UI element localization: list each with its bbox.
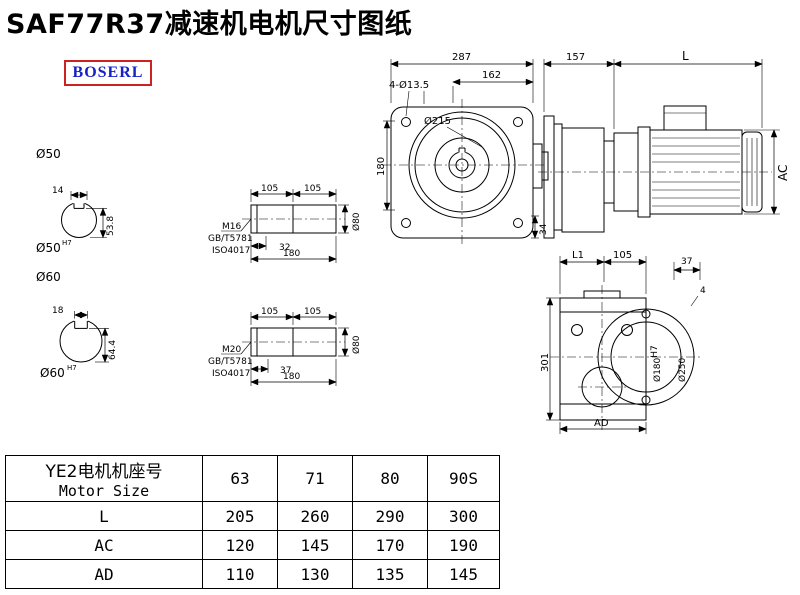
label-d60: Ø60 [36, 270, 61, 284]
dim-ov-4: 4 [700, 286, 706, 296]
dim-s1-total: 180 [283, 249, 300, 259]
output-housing [559, 297, 647, 421]
cell-L-80: 290 [352, 501, 428, 531]
label-s1-bolt: M16 [222, 222, 241, 232]
table-header-row: YE2电机机座号 Motor Size 63 71 80 90S [5, 455, 500, 502]
table-corner-cn: YE2电机机座号 [45, 462, 163, 482]
dim-sv-157: 157 [566, 52, 585, 63]
label-s2-std1: GB/T5781 [208, 357, 253, 367]
mounting-hole [401, 218, 411, 228]
label-s1-std2: ISO4017 [212, 246, 250, 256]
col-header-80: 80 [352, 455, 428, 502]
table-row-L: L 205 260 290 300 [5, 501, 500, 531]
front-view: 287 162 4-Ø13.5 Ø215 180 34 [376, 52, 549, 247]
row-label-AD: AD [5, 559, 203, 589]
row-label-L: L [5, 501, 203, 531]
mounting-hole [401, 117, 411, 127]
dim-s1-dia: Ø80 [351, 212, 362, 231]
dim-ov-301: 301 [540, 353, 551, 372]
dim-ov-37: 37 [681, 257, 692, 267]
label-d60-tolerance: H7 [67, 364, 77, 372]
mounting-hole [513, 218, 523, 228]
technical-drawing: Ø50 14 53.8 Ø50 H7 Ø60 18 64.4 Ø60 H7 [36, 49, 790, 434]
side-view: 157 L AC [538, 49, 790, 239]
page-title: SAF77R37减速机电机尺寸图纸 [6, 9, 413, 40]
dim-sv-AC: AC [776, 165, 790, 181]
label-d50-fit: Ø50 [36, 241, 61, 255]
label-s1-std1: GB/T5781 [208, 234, 253, 244]
dim-s1-105a: 105 [261, 184, 278, 194]
dim-s2-dia: Ø80 [351, 335, 362, 354]
dim-ov-L1: L1 [572, 250, 584, 261]
cell-AC-63: 120 [202, 530, 278, 560]
dim-s2-105a: 105 [261, 307, 278, 317]
dim-s1-105b: 105 [304, 184, 321, 194]
cell-AD-90S: 145 [427, 559, 500, 589]
label-d50-tolerance: H7 [62, 239, 72, 247]
dim-ov-AD: AD [594, 418, 609, 429]
shaft-drawing-m16: 105 105 32 180 Ø80 M16 GB/T5781 ISO4017 [208, 184, 362, 263]
motor-size-table: YE2电机机座号 Motor Size 63 71 80 90S L 205 2… [5, 455, 500, 589]
label-s2-std2: ISO4017 [212, 369, 250, 379]
mounting-hole [513, 117, 523, 127]
dim-d60-height: 64.4 [108, 340, 118, 360]
dim-fv-180: 180 [376, 157, 387, 176]
col-header-71: 71 [277, 455, 353, 502]
col-header-90S: 90S [427, 455, 500, 502]
dim-d50-height: 53.8 [106, 216, 116, 236]
dim-s2-105b: 105 [304, 307, 321, 317]
dim-d60-keyway: 18 [52, 306, 64, 316]
shaft-section-d50: Ø50 14 53.8 Ø50 H7 [36, 147, 116, 255]
flange-circle-outer [408, 111, 516, 219]
terminal-box [663, 105, 707, 131]
label-fv-flange-dia: Ø215 [424, 115, 451, 127]
label-d50: Ø50 [36, 147, 61, 161]
fan-cover [741, 131, 763, 213]
dim-ov-d250: Ø250 [677, 357, 688, 382]
cell-AC-80: 170 [352, 530, 428, 560]
cell-AD-71: 130 [277, 559, 353, 589]
output-flange-d250 [597, 308, 695, 406]
dim-s1-key: 32 [279, 243, 290, 253]
output-flange-side [543, 115, 555, 239]
cell-L-90S: 300 [427, 501, 500, 531]
dim-sv-L: L [682, 49, 689, 63]
dim-s2-total: 180 [283, 372, 300, 382]
cell-L-63: 205 [202, 501, 278, 531]
cell-AD-63: 110 [202, 559, 278, 589]
output-spigot-d180 [610, 321, 682, 393]
row-label-AC: AC [5, 530, 203, 560]
dim-ov-d180: Ø180H7 [650, 345, 663, 382]
table-row-AD: AD 110 130 135 145 [5, 559, 500, 589]
shaft-drawing-m20: 105 105 37 180 Ø80 M20 GB/T5781 ISO4017 [208, 307, 362, 386]
dim-ov-105: 105 [613, 250, 632, 261]
label-s2-bolt: M20 [222, 345, 241, 355]
cell-AC-71: 145 [277, 530, 353, 560]
output-view: L1 105 37 4 301 Ø180H7 Ø250 AD [540, 250, 706, 434]
cell-AC-90S: 190 [427, 530, 500, 560]
dim-fv-287: 287 [452, 52, 471, 63]
label-fv-holes: 4-Ø13.5 [389, 79, 429, 91]
table-row-AC: AC 120 145 170 190 [5, 530, 500, 560]
dim-d50-keyway: 14 [52, 186, 64, 196]
cell-AD-80: 135 [352, 559, 428, 589]
shaft-section-d60: Ø60 18 64.4 Ø60 H7 [36, 270, 118, 380]
col-header-63: 63 [202, 455, 278, 502]
boserl-logo-text: BOSERL [72, 64, 144, 81]
gear-housing-side [561, 127, 605, 233]
dim-fv-162: 162 [482, 70, 501, 81]
table-corner-cell: YE2电机机座号 Motor Size [5, 455, 203, 502]
label-d60-fit: Ø60 [40, 366, 65, 380]
dim-s2-key: 37 [280, 366, 291, 376]
table-corner-en: Motor Size [58, 482, 150, 500]
cell-L-71: 260 [277, 501, 353, 531]
boserl-logo: BOSERL [64, 60, 152, 86]
